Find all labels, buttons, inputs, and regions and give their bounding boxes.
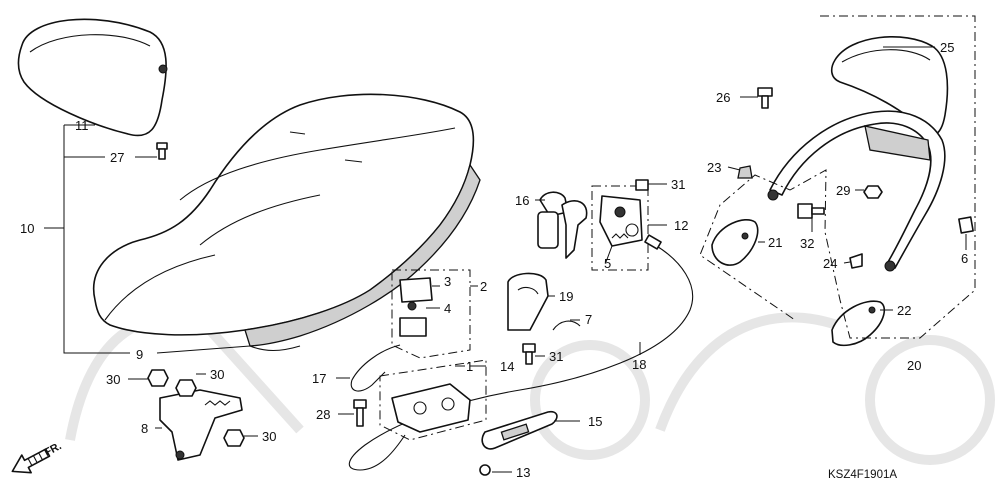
callout-6: 6 <box>961 251 968 266</box>
main-seat <box>92 93 481 352</box>
callout-29: 29 <box>836 183 850 198</box>
callout-21: 21 <box>768 235 782 250</box>
opener-cable <box>348 234 694 471</box>
lock-cover-19 <box>507 272 549 331</box>
callout-31a: 31 <box>671 177 685 192</box>
callout-9: 9 <box>136 347 143 362</box>
seat-lock-12 <box>591 179 649 271</box>
hinge-8 <box>159 389 243 461</box>
nut-30a <box>147 369 169 387</box>
front-arrow-icon <box>11 448 51 474</box>
callout-30a: 30 <box>106 372 120 387</box>
nut-29 <box>863 185 883 199</box>
callout-1: 1 <box>466 359 473 374</box>
callout-labels: 1 2 3 4 5 6 7 8 9 10 11 12 13 14 15 16 1… <box>20 40 968 480</box>
callout-15: 15 <box>588 414 602 429</box>
callout-32: 32 <box>800 236 814 251</box>
clip-7 <box>552 320 581 331</box>
nut-30b <box>175 379 197 397</box>
cap-6 <box>958 216 974 234</box>
bolt-32 <box>797 203 825 219</box>
callout-28: 28 <box>316 407 330 422</box>
nut-30c <box>223 429 245 447</box>
backrest-pad <box>17 18 168 137</box>
front-direction-indicator: FR. <box>11 440 64 474</box>
screw-27 <box>156 142 168 160</box>
callout-25: 25 <box>940 40 954 55</box>
callout-18: 18 <box>632 357 646 372</box>
callout-30b: 30 <box>210 367 224 382</box>
callout-11: 11 <box>75 118 89 133</box>
diagram-reference-code: KSZ4F1901A <box>828 469 897 481</box>
rail-assembly-outline <box>699 15 976 339</box>
callout-30c: 30 <box>262 429 276 444</box>
callout-16: 16 <box>515 193 529 208</box>
front-label: FR. <box>42 440 63 459</box>
side-cover-22 <box>831 300 886 347</box>
clip-24 <box>849 253 863 269</box>
callout-22: 22 <box>897 303 911 318</box>
side-cover-21 <box>711 219 759 266</box>
callout-19: 19 <box>559 289 573 304</box>
bolt-28 <box>353 399 367 427</box>
bolt-31b <box>522 343 536 365</box>
callout-31b: 31 <box>549 349 563 364</box>
hinge-bracket-14 <box>379 359 487 441</box>
callout-7: 7 <box>585 312 592 327</box>
leader-lines <box>44 46 967 473</box>
callout-10: 10 <box>20 221 34 236</box>
callout-23: 23 <box>707 160 721 175</box>
callout-2: 2 <box>480 279 487 294</box>
callout-3: 3 <box>444 274 451 289</box>
clip-13 <box>479 464 491 476</box>
key-set-16 <box>537 191 588 259</box>
rear-backrest <box>830 36 949 136</box>
callout-14: 14 <box>500 359 514 374</box>
bolt-26 <box>757 87 773 109</box>
callout-17: 17 <box>312 371 326 386</box>
callout-27: 27 <box>110 150 124 165</box>
spring-5 <box>611 233 629 239</box>
grab-rail <box>767 110 946 272</box>
callout-13: 13 <box>516 465 530 480</box>
callout-24: 24 <box>823 256 837 271</box>
callout-5: 5 <box>604 256 611 271</box>
tray-15 <box>481 410 558 450</box>
callout-26: 26 <box>716 90 730 105</box>
callout-4: 4 <box>444 301 451 316</box>
callout-20: 20 <box>907 358 921 373</box>
cap-23 <box>737 165 753 179</box>
catch-assembly <box>391 269 471 359</box>
callout-12: 12 <box>674 218 688 233</box>
callout-8: 8 <box>141 421 148 436</box>
